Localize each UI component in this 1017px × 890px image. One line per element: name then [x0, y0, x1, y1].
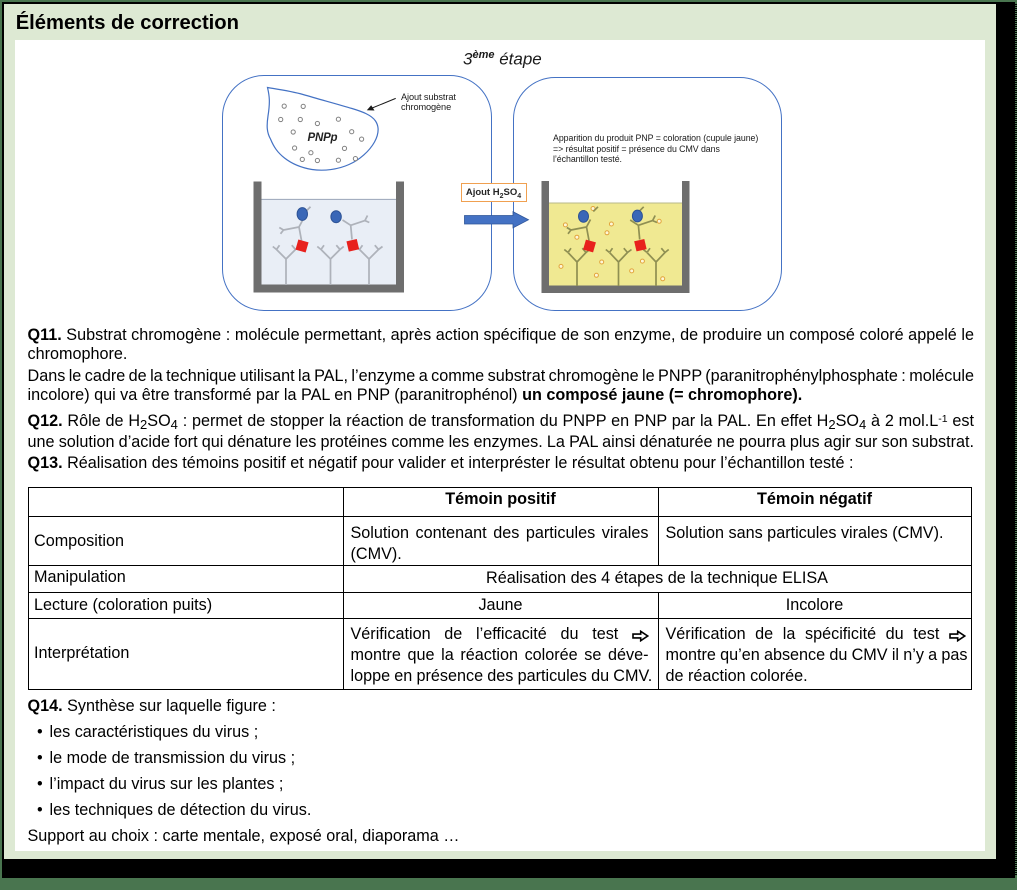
svg-text:PNPp: PNPp: [308, 132, 338, 144]
